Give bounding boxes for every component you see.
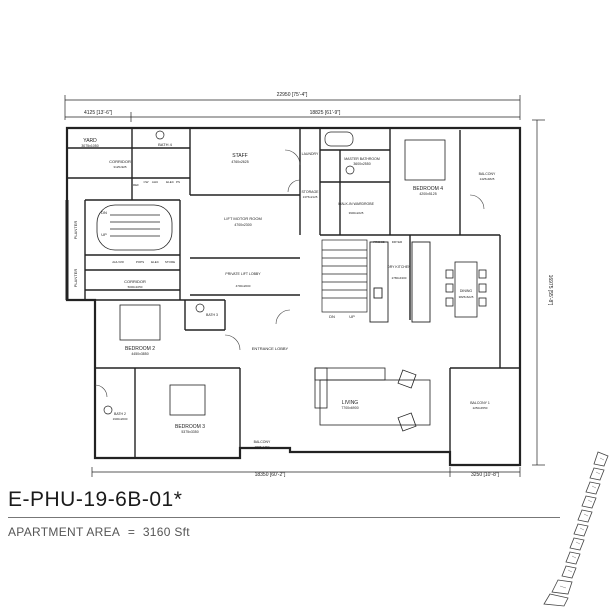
room-bath2: BATH 2 — [114, 412, 126, 416]
room-balcony-small-size: 2875x1750 — [255, 445, 270, 449]
room-corridor-mid-size: 5000x1050 — [128, 285, 143, 289]
room-corridor-top-size: 3125x925 — [113, 165, 127, 169]
dim-left-width: 4125 [13'-6"] — [84, 110, 113, 116]
label-dryer: DRYER — [392, 240, 403, 244]
label-ref: REF — [133, 183, 139, 187]
room-yard-size: 3075x1050 — [81, 144, 98, 148]
room-balcony-small: BALCONY — [254, 440, 271, 444]
room-corridor-top: CORRIDOR — [109, 159, 131, 164]
room-balcony2-size: 1425x4825 — [480, 177, 495, 181]
floor-plan — [64, 95, 545, 477]
room-master-bath: MASTER BATHROOM — [344, 157, 380, 161]
bathtub — [324, 131, 354, 147]
title-divider — [8, 517, 560, 518]
room-corridor-mid: CORRIDOR — [124, 279, 146, 284]
label-fridge: FRIDGE — [373, 240, 384, 244]
room-balcony1: BALCONY 1 — [470, 401, 490, 405]
stair-core — [96, 204, 173, 251]
label-planter-2: PLANTER — [73, 269, 78, 288]
label-ahu: AHU — [152, 180, 158, 184]
apartment-area: APARTMENT AREA = 3160 Sft — [8, 525, 194, 539]
room-bedroom2-size: 4450x3850 — [131, 352, 148, 356]
label-pops: POPS — [136, 260, 144, 264]
room-private-lobby: PRIVATE LIFT LOBBY — [225, 272, 261, 276]
room-walk-in-size: 3900x2225 — [349, 211, 364, 215]
label-store: STORE — [165, 260, 175, 264]
room-bath2-size: 1900x2000 — [113, 417, 128, 421]
dim-overall-width: 22950 [75'-4"] — [277, 92, 308, 98]
room-walk-in: WALK-IN WARDROBE — [338, 202, 375, 206]
area-equals: = — [127, 525, 136, 539]
dim-overall-depth: 16975 [55'-8"] — [547, 275, 553, 306]
area-label: APARTMENT AREA — [8, 525, 121, 539]
bed-bedroom2 — [119, 304, 161, 341]
label-up: UP — [101, 232, 107, 237]
room-private-lobby-size: 4700x2000 — [236, 284, 251, 288]
room-lift-motor-size: 4700x2300 — [234, 223, 251, 227]
label-elec: ELEC — [166, 180, 175, 184]
room-storage-size: 1375x2125 — [303, 195, 318, 199]
label-up-main: UP — [349, 314, 355, 319]
main-stair — [321, 239, 368, 313]
room-dining-size: 3825x6225 — [459, 295, 474, 299]
room-master-bath-size: 3600x2550 — [353, 162, 370, 166]
label-dn: DN — [101, 210, 107, 215]
room-bedroom2: BEDROOM 2 — [125, 346, 155, 352]
room-entrance-lobby: ENTRANCE LOBBY — [252, 346, 289, 351]
room-lift-motor: LIFT MOTOR ROOM — [224, 216, 262, 221]
room-laundry: LAUNDRY — [302, 152, 319, 156]
room-dining: DINING — [460, 289, 473, 293]
room-bath4: BATH 4 — [158, 142, 172, 147]
area-value: 3160 Sft — [142, 525, 190, 539]
label-ps: PS — [176, 180, 180, 184]
bed-bedroom4 — [404, 139, 446, 181]
room-bath3: BATH 3 — [206, 313, 218, 317]
dining-table — [445, 261, 487, 318]
room-staff: STAFF — [232, 153, 247, 159]
dim-bottom-left: 18350 [60'-2"] — [255, 472, 286, 478]
living-sofa — [314, 367, 431, 432]
bed-bedroom3 — [169, 384, 206, 416]
room-balcony2: BALCONY — [479, 172, 496, 176]
dim-right-width: 18825 [61'-9"] — [310, 110, 341, 116]
label-cw: CW — [144, 180, 149, 184]
room-bedroom3: BEDROOM 3 — [175, 424, 205, 430]
room-living: LIVING — [342, 400, 359, 406]
room-balcony1-size: 2250x4550 — [473, 406, 488, 410]
room-bedroom3-size: 5375x3350 — [181, 430, 198, 434]
unit-code: E-PHU-19-6B-01* — [8, 488, 183, 511]
room-dry-kitchen: DRY KITCHEN — [387, 265, 411, 269]
label-planter-1: PLANTER — [73, 221, 78, 240]
label-dn-main: DN — [329, 314, 335, 319]
room-bedroom4-size: 4200x5125 — [419, 192, 436, 196]
room-dry-kitchen-size: 2780x4300 — [392, 276, 407, 280]
label-elec-2: ELEC — [151, 260, 160, 264]
key-plan — [543, 451, 609, 607]
room-living-size: 7700x6900 — [341, 406, 358, 410]
dim-bottom-right: 3250 [10'-8"] — [471, 472, 500, 478]
room-bedroom4: BEDROOM 4 — [413, 186, 443, 192]
label-ahu-rr: AHU RR — [112, 260, 124, 264]
room-yard: YARD — [83, 138, 97, 144]
room-staff-size: 4760x2625 — [231, 160, 248, 164]
room-storage: STORAGE — [301, 190, 319, 194]
